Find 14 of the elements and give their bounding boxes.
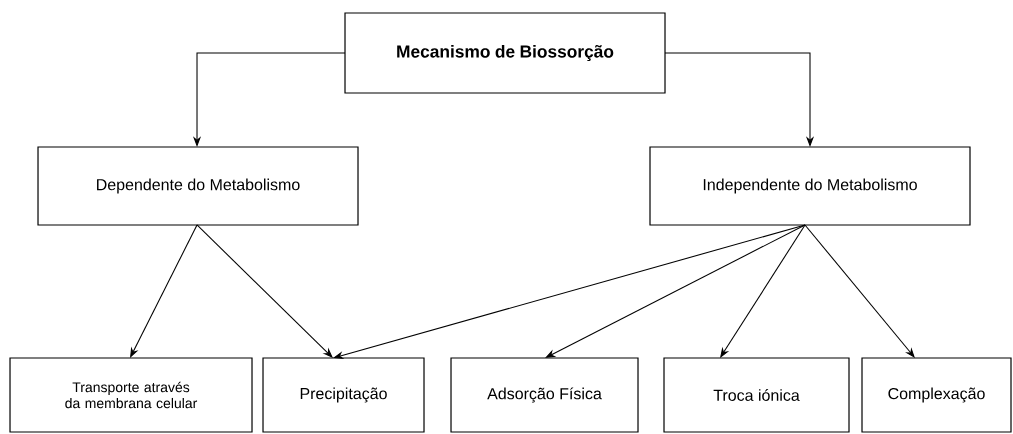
arrow bbox=[720, 224, 806, 358]
process-box: Troca iónica bbox=[663, 357, 850, 433]
arrow bbox=[333, 224, 806, 359]
arrow bbox=[130, 224, 198, 358]
process-box: Independente do Metabolismo bbox=[649, 146, 971, 226]
process-box: Dependente do Metabolismo bbox=[37, 146, 359, 226]
arrow bbox=[545, 224, 806, 358]
process-box: Precipitação bbox=[262, 357, 425, 433]
process-box: Adsorção Física bbox=[450, 357, 639, 433]
process-box: Complexação bbox=[861, 357, 1012, 433]
arrow bbox=[804, 224, 915, 358]
arrow bbox=[196, 224, 333, 358]
process-box: Mecanismo de Biossorção bbox=[344, 12, 666, 94]
process-box: Transporte através da membrana celular bbox=[9, 357, 253, 433]
